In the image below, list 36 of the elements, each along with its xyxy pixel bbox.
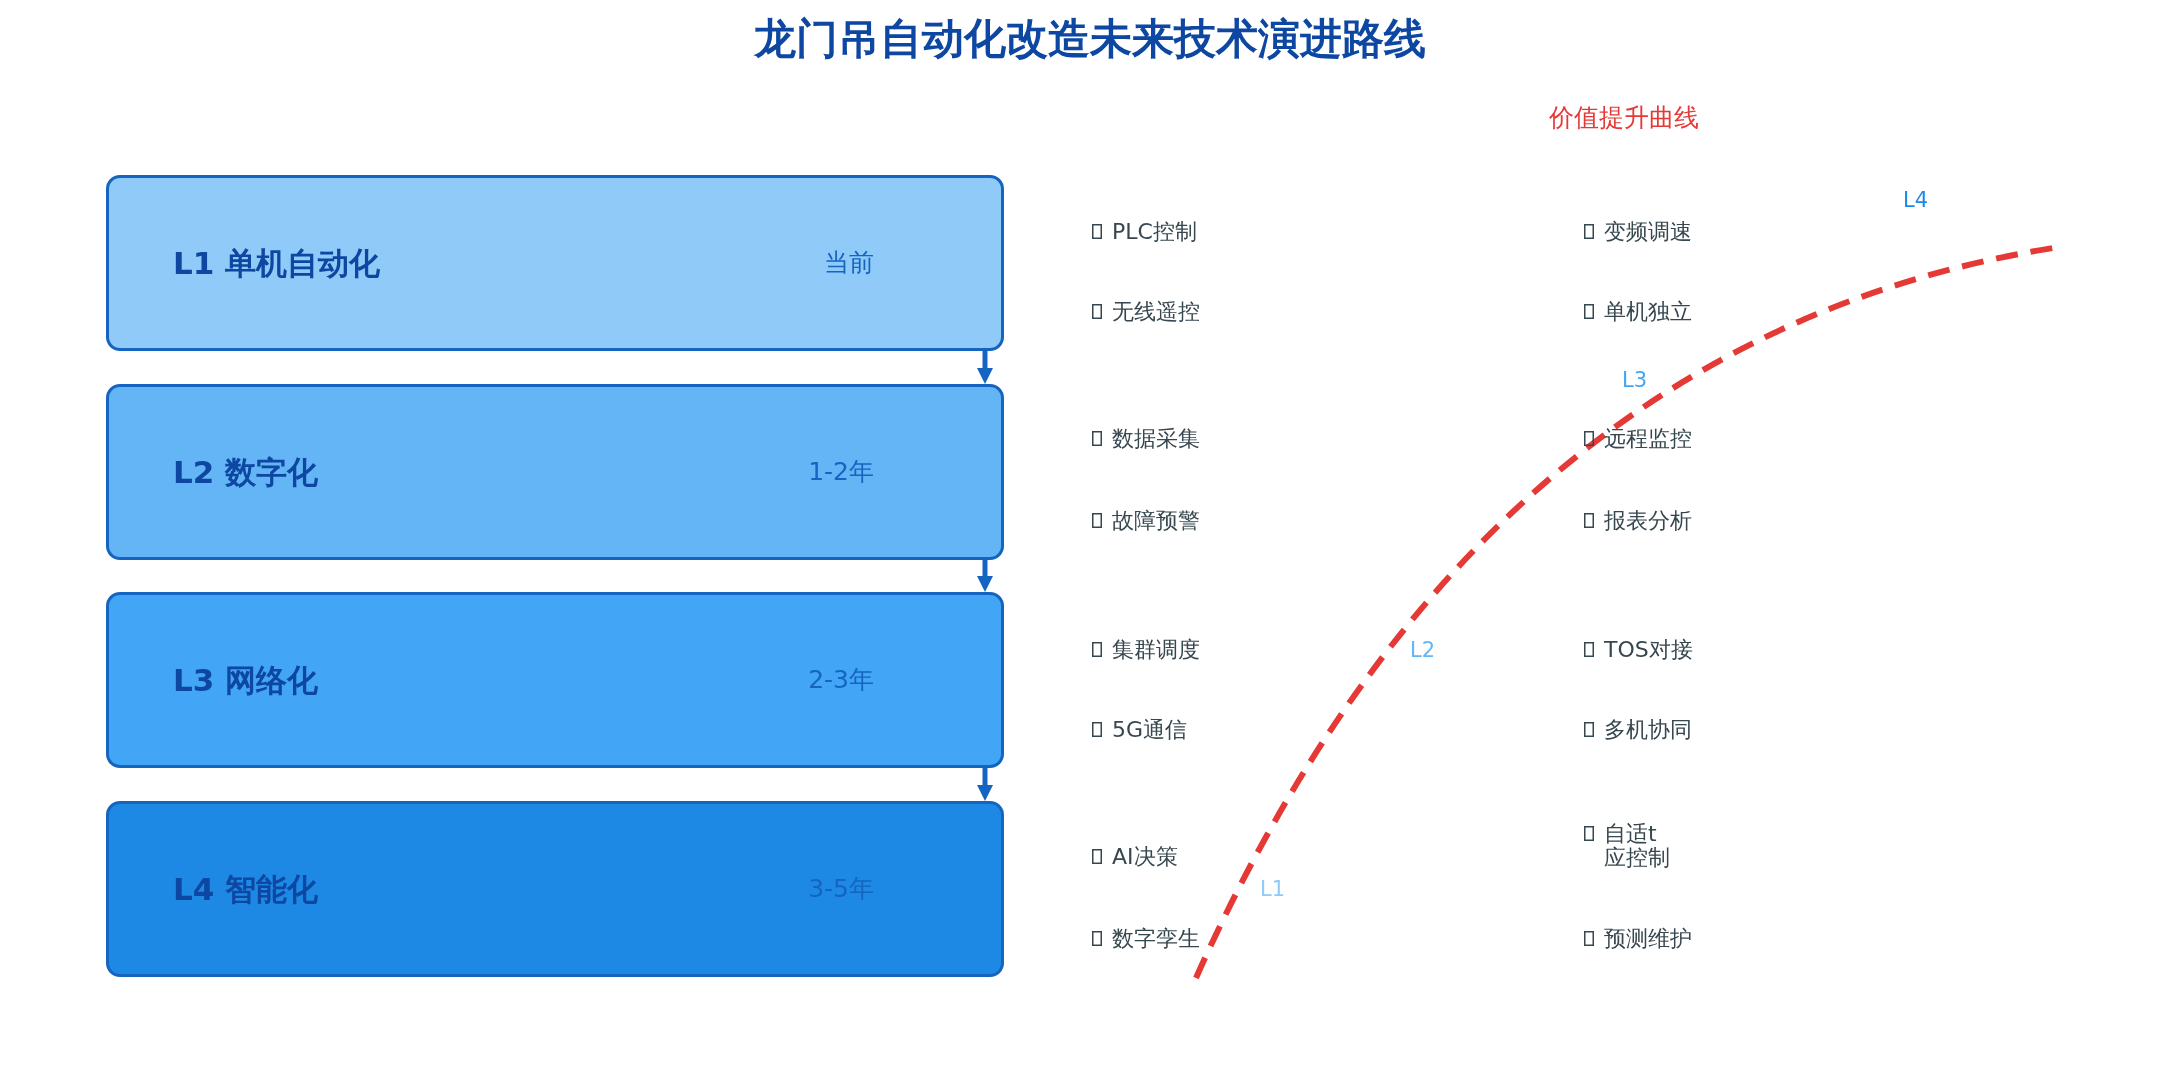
curve-point-label: L3	[1622, 368, 1648, 392]
feature-label: 远程监控	[1604, 427, 1692, 451]
level-box	[106, 384, 1004, 560]
feature-label: 集群调度	[1112, 638, 1200, 662]
curve-point-label: L1	[1260, 877, 1286, 901]
duration-label: 2-3年	[808, 664, 874, 696]
arrow	[977, 560, 993, 592]
duration-label: 1-2年	[808, 456, 874, 488]
feature-label: 自适t应控制	[1604, 822, 1671, 870]
feature-label: 多机协同	[1604, 718, 1692, 742]
level-title: L3 网络化	[173, 661, 319, 700]
feature-label: PLC控制	[1112, 220, 1197, 244]
feature-label: 单机独立	[1604, 300, 1692, 324]
duration-label: 当前	[824, 247, 874, 279]
diagram-title: 龙门吊自动化改造未来技术演进路线	[754, 16, 1426, 62]
arrow	[977, 351, 993, 384]
level-title: L2 数字化	[173, 453, 319, 492]
level-box	[106, 175, 1004, 351]
feature-label: 故障预警	[1112, 509, 1200, 533]
feature-label: 变频调速	[1604, 220, 1692, 244]
arrow	[977, 768, 993, 801]
feature-label: TOS对接	[1604, 638, 1693, 662]
level-title: L4 智能化	[173, 870, 319, 909]
feature-label: 报表分析	[1604, 509, 1692, 533]
curve-title: 价值提升曲线	[1549, 103, 1699, 133]
feature-label: 数字孪生	[1112, 927, 1200, 951]
curve-point-label: L2	[1410, 638, 1436, 662]
level-box	[106, 801, 1004, 977]
level-title: L1 单机自动化	[173, 244, 381, 283]
feature-label: 预测维护	[1604, 927, 1692, 951]
feature-label: AI决策	[1112, 845, 1178, 869]
curve-point-label: L4	[1903, 188, 1929, 212]
feature-label: 数据采集	[1112, 427, 1200, 451]
feature-label: 无线遥控	[1112, 300, 1200, 324]
level-box	[106, 592, 1004, 768]
feature-label: 5G通信	[1112, 718, 1188, 742]
